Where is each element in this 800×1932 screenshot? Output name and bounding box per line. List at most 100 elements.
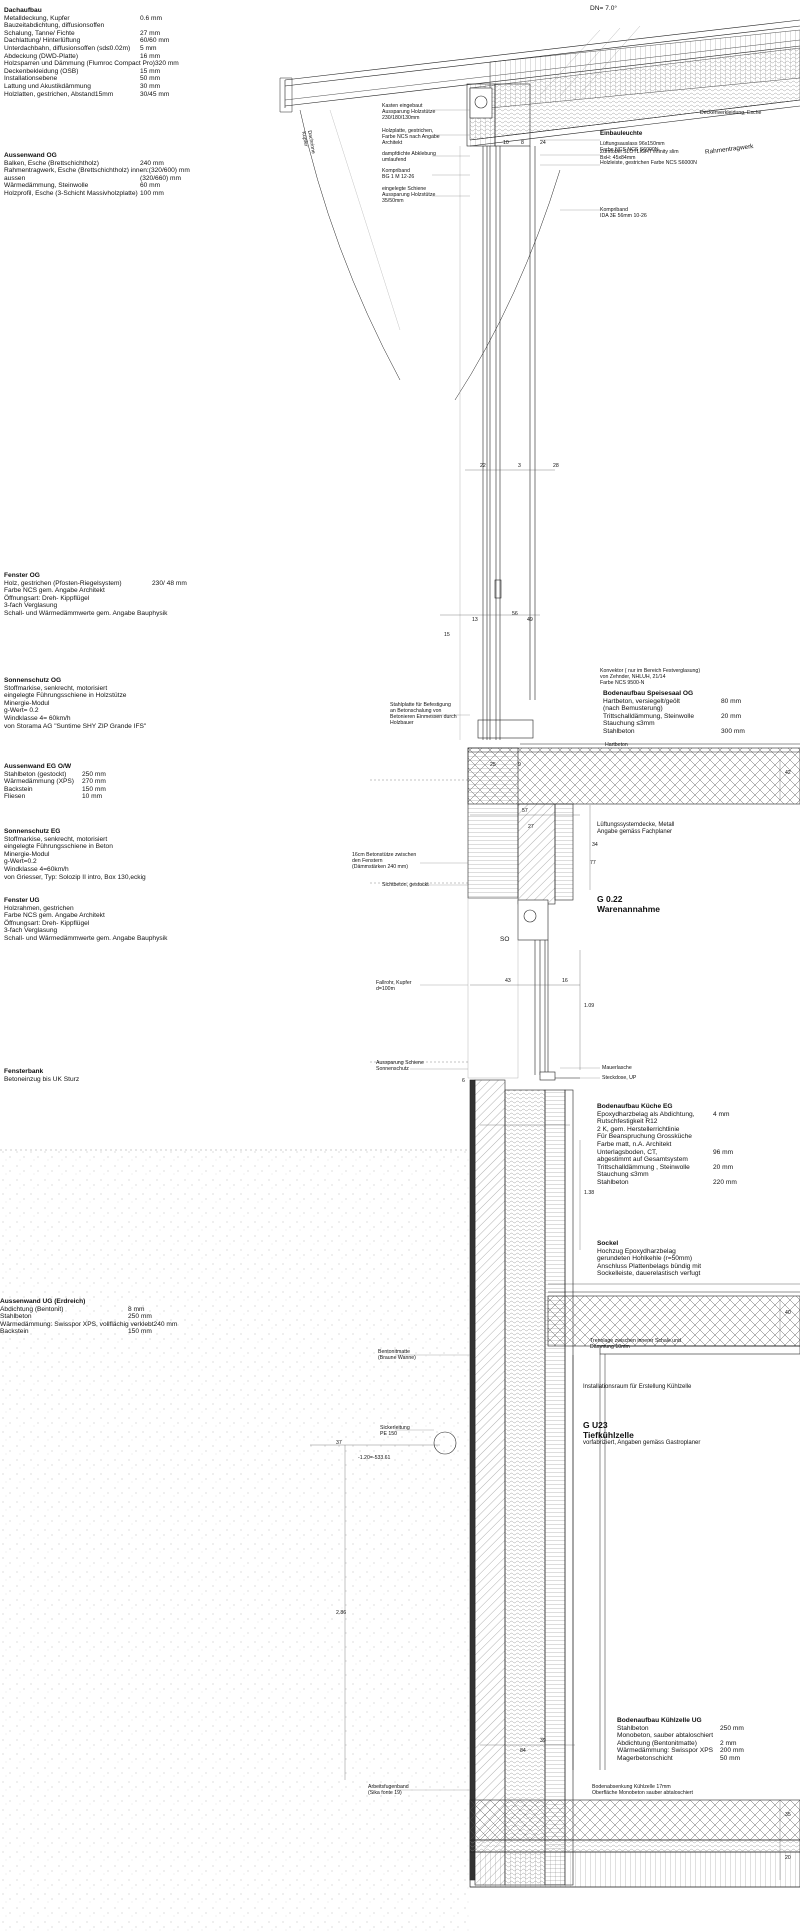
leader-lines (395, 109, 600, 1791)
note-deckenverkleidung: Deckenverkleidung, Esche (700, 110, 762, 116)
spec-row-value: 15 mm (140, 67, 161, 75)
spec-row-text: Holzrahmen, gestrichen (4, 904, 74, 912)
spec-row-text: Stauchung ≤3mm (597, 1171, 649, 1179)
spec-row-text: Wärmedämmung: Swisspor XPS, vollflächig … (0, 1320, 154, 1328)
spec-row-text: Deckenbekleidung (OSB) (4, 67, 79, 75)
spec-row-value (152, 874, 204, 882)
note-kote: -1.20=-533.61 (358, 1455, 391, 1461)
spec-row-value: 50 mm (140, 75, 161, 83)
spec-row-text: Abdichtung (Bentonit) (0, 1305, 64, 1313)
note-schiene: eingelegte Schiene Aussparung Holzstütze… (382, 186, 436, 204)
wall-eg (467, 747, 574, 1079)
spec-row-value (152, 851, 204, 859)
spec-row-text: Installationsebene (4, 75, 58, 83)
spec-row-text: Stauchung ≤3mm (603, 720, 655, 728)
note-mauerlasche: Mauerlasche (602, 1065, 632, 1071)
floor-speisesaal-extra: Hartbeton (605, 742, 628, 748)
spec-row-value (713, 1133, 765, 1141)
spec-row-value (167, 610, 204, 618)
dim-label: 27 (528, 824, 534, 830)
dim-label: 22 (480, 463, 486, 469)
spec-title: Sonnenschutz EG (4, 828, 61, 835)
spec-row: Hochzug Epoxydharzbelag (597, 1248, 765, 1256)
note-sichtbeton: Sichtbeton, gestockt (382, 882, 429, 888)
spec-row-value: 150 mm (128, 1328, 152, 1336)
spec-row: Unterlagsboden, CT,96 mm (597, 1149, 765, 1157)
spec-row-text: Unterdachbahn, diffusionsoffen (sd≤0.02m… (4, 44, 131, 52)
spec-row-value: 80 mm (721, 697, 742, 705)
dim-label: 37 (336, 1440, 342, 1446)
spec-row-value: 30 mm (140, 82, 161, 90)
wall-ug (469, 1071, 580, 1886)
spec-row-value: 250 mm (720, 1724, 744, 1732)
spec-row-text: Anschluss Plattenbelags bündig mit (597, 1262, 702, 1270)
spec-row-text: Öffnungsart: Dreh- Kippflügel (4, 919, 90, 927)
dim-label: 56 (512, 611, 518, 617)
spec-row-value: 240 mm (140, 159, 164, 167)
spec-row-value: 60/60 mm (140, 37, 170, 45)
spec-row-value (152, 843, 204, 851)
spec-row-value (152, 587, 204, 595)
spec-title: Bodenaufbau Kühlzelle UG (617, 1717, 702, 1724)
spec-row-value: 27 mm (140, 29, 161, 37)
spec-title: Sonnenschutz OG (4, 677, 62, 684)
spec-row: Für Beanspruchung Grossküche (597, 1133, 765, 1141)
dim-label: 49 (527, 617, 533, 623)
note-steckdose: Steckdose, UP (602, 1075, 637, 1081)
spec-row-text: eingelegte Führungsschiene in Holzstütze (4, 692, 127, 700)
spec-row-text: Wärmedämmung, Steinwolle (4, 182, 89, 190)
spec-row-text: Monobeton, sauber abtaloschiert (617, 1732, 714, 1740)
dim-label: 42 (785, 770, 791, 776)
dim-label: 6 (462, 1078, 465, 1084)
spec-row: (nach Bemusterung) (603, 705, 773, 713)
spec-title: Aussenwand EG O/W (4, 763, 72, 770)
dim-label: 20 (785, 1855, 791, 1861)
spec-row-text: g-Wert= 0.2 (4, 707, 39, 715)
note-bodenabsenkung: Bodenabsenkung Kühlzelle 17mm Oberfläche… (592, 1784, 693, 1796)
spec-row-value: 200 mm (720, 1747, 744, 1755)
spec-row-value (713, 1255, 765, 1263)
spec-row: Sockelleiste, dauerelastisch verfugt (597, 1270, 765, 1278)
note-einbauleuchte-title: Einbauleuchte (600, 130, 643, 137)
spec-row-text: Stahlbeton (603, 727, 635, 735)
room-gu23-code: G U23 (583, 1420, 608, 1430)
spec-row: Abdeckung (DWD-Platte)16 mm (4, 53, 192, 61)
spec-row: Stahlbeton (gestockt)250 mm (4, 771, 134, 779)
spec-row-text: Farbe NCS gem. Angabe Architekt (4, 912, 105, 920)
dim-label: 25 (490, 762, 496, 768)
note-einbauleuchte-text: Zumtobel SLOTLIGHT infinity slim BxH: 45… (600, 149, 679, 161)
spec-row: Rutschfestigkeit R12 (597, 1118, 765, 1126)
spec-row-text: Hartbeton, versiegelt/geölt (603, 697, 680, 705)
spec-row-value (721, 720, 773, 728)
spec-row: Rahmentragwerk, Esche (Brettschichtholz)… (4, 167, 192, 175)
spec-row: g-Wert= 0.2 (4, 707, 204, 715)
spec-row-text: g-Wert=0.2 (4, 858, 37, 866)
spec-row-value: 20 mm (721, 712, 742, 720)
slab-eg (547, 1283, 800, 1355)
spec-row: Minergie-Modul (4, 851, 204, 859)
dim-label: 40 (785, 1310, 791, 1316)
spec-row-text: Betoneinzug bis UK Sturz (4, 1075, 80, 1083)
note-stahlplatte: Stahlplatte für Befestigung an Betonscha… (390, 702, 457, 726)
dimension-lines (310, 469, 781, 1880)
spec-row-text: von Storama AG "Suntime SHY ZIP Grande I… (4, 722, 147, 730)
spec-row: Deckenbekleidung (OSB) 15 mm (4, 68, 192, 76)
dim-label: 39 (540, 1738, 546, 1744)
dim-label: 9 (518, 762, 521, 768)
spec-row-text: Hochzug Epoxydharzbelag (597, 1247, 676, 1255)
